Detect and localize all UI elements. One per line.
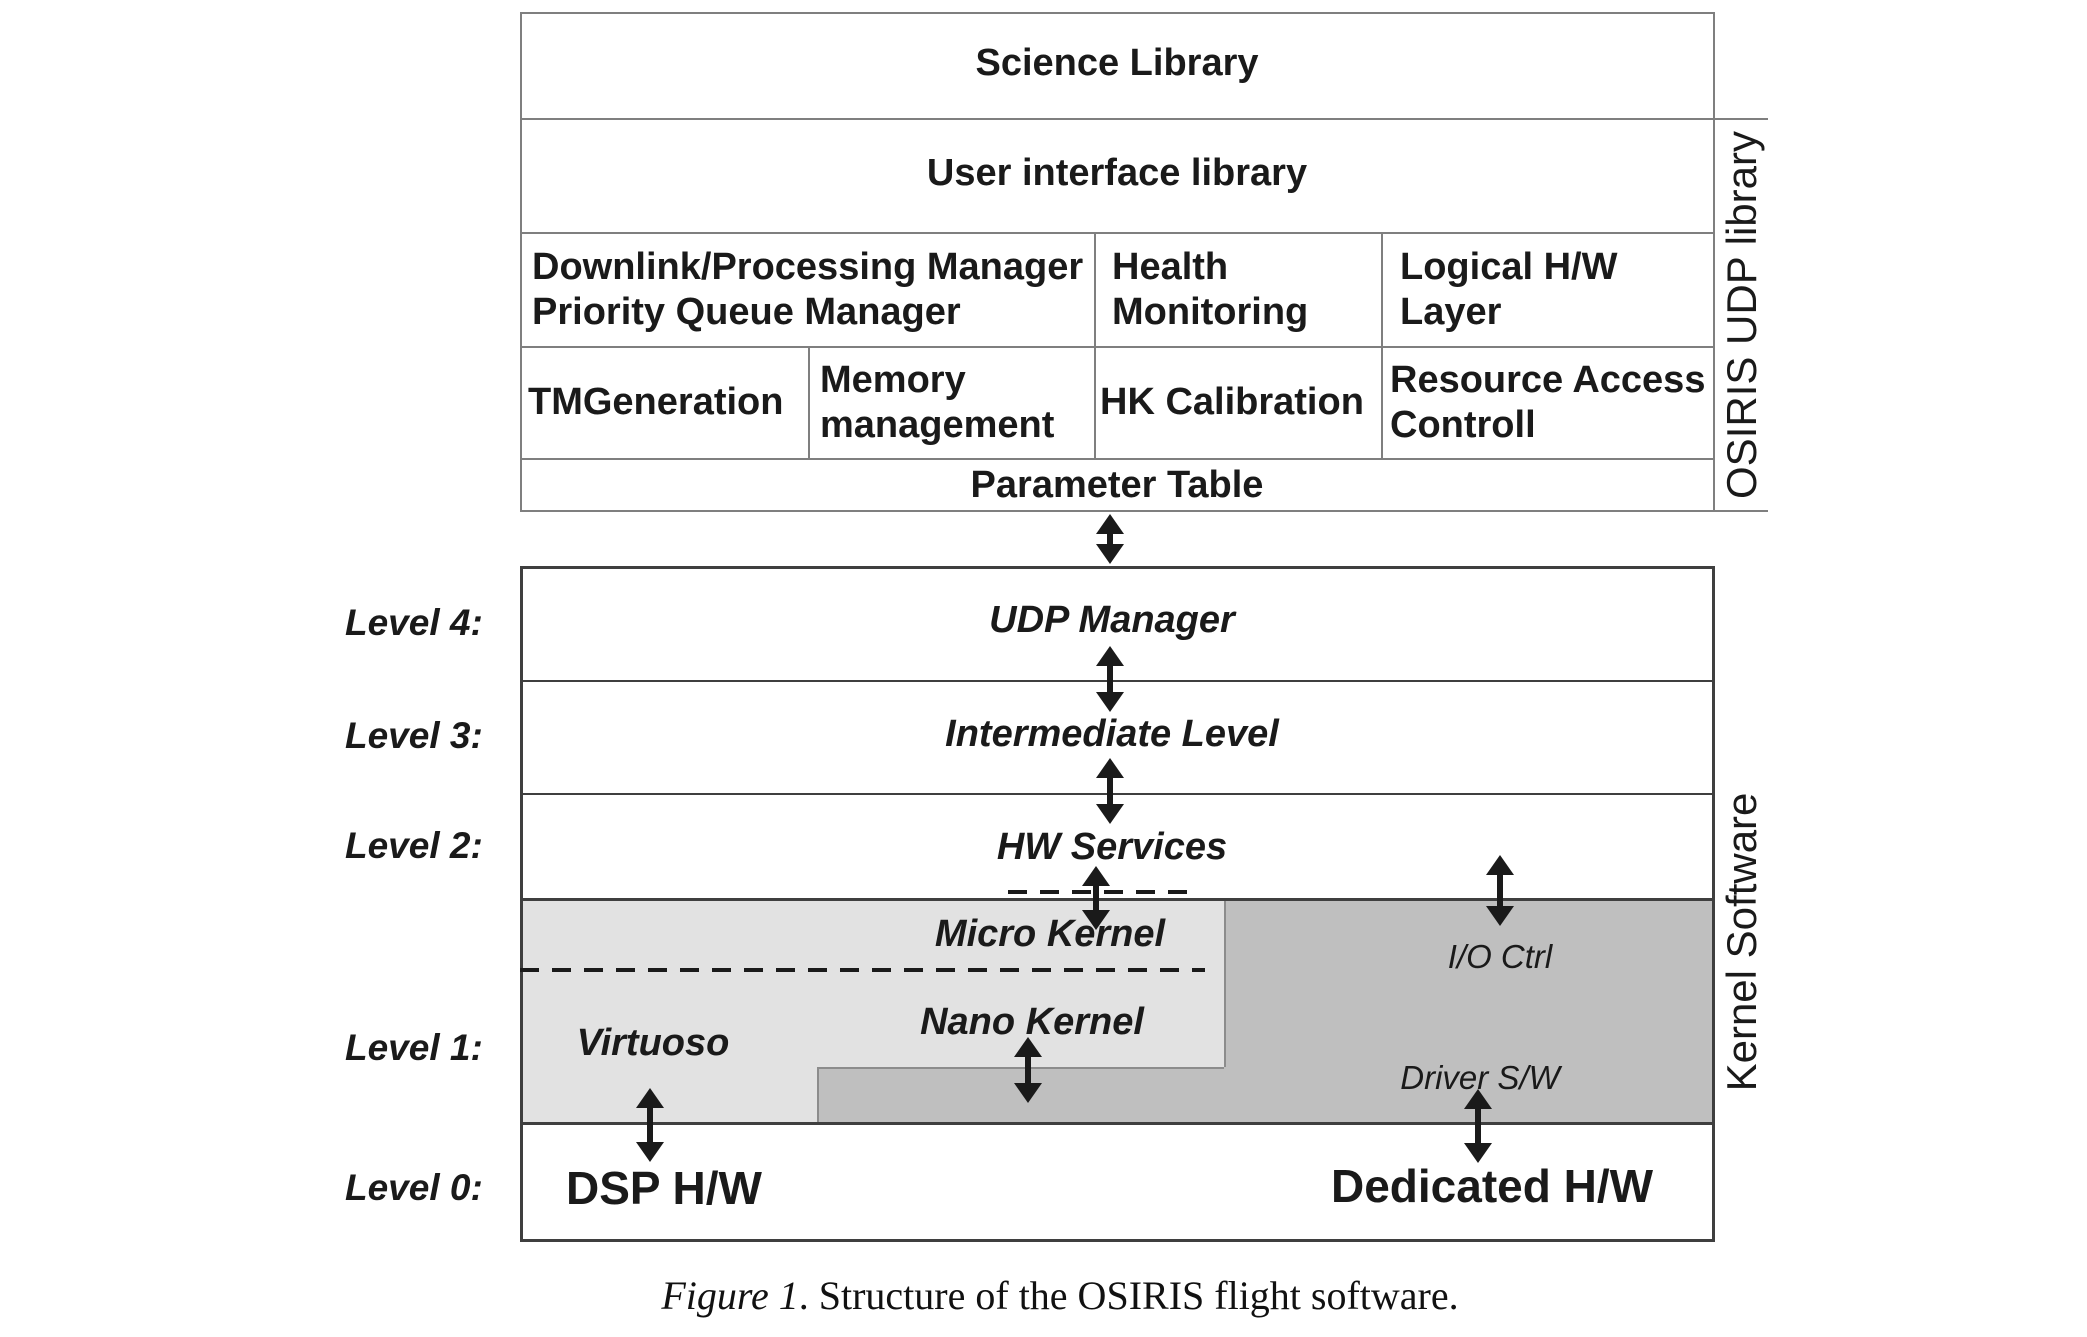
micro-kernel-dashed-boundary xyxy=(1008,890,1200,894)
arrow-shaft xyxy=(647,1106,653,1144)
arrow-shaft xyxy=(1107,532,1113,546)
io-ctrl-label: I/O Ctrl xyxy=(1447,938,1553,975)
intermediate-hwservices-arrow xyxy=(1095,758,1125,824)
region-boundary xyxy=(817,1067,819,1124)
figure-caption: Figure 1. Structure of the OSIRIS flight… xyxy=(661,1272,1458,1319)
logical-hw-layer-line2: Layer xyxy=(1400,291,1502,333)
table-row-divider xyxy=(520,118,1715,120)
hwservices-microkernel-arrow xyxy=(1081,866,1111,930)
virtuoso-label: Virtuoso xyxy=(576,1022,730,1064)
arrow-head-up-icon xyxy=(1082,866,1110,886)
arrow-head-down-icon xyxy=(1486,906,1514,926)
nano-kernel-arrow xyxy=(1013,1037,1043,1103)
downlink-processing-manager-line2: Priority Queue Manager xyxy=(532,291,961,333)
table-col-divider xyxy=(1381,232,1383,458)
io-ctrl-arrow xyxy=(1485,855,1515,926)
figure-caption-text: . Structure of the OSIRIS flight softwar… xyxy=(798,1273,1459,1318)
parameter-table-cell: Parameter Table xyxy=(970,464,1264,506)
resource-access-controll-line1: Resource Access xyxy=(1390,359,1706,401)
memory-management-line2: management xyxy=(820,404,1055,446)
micro-kernel-label: Micro Kernel xyxy=(934,913,1166,955)
arrow-head-up-icon xyxy=(1464,1089,1492,1109)
arrow-head-up-icon xyxy=(1096,514,1124,534)
level-3-label: Level 3: xyxy=(345,715,483,756)
arrow-head-down-icon xyxy=(1082,910,1110,930)
region-boundary xyxy=(817,1067,1224,1069)
micro-nano-dashed-divider xyxy=(520,968,1205,972)
udp-library-side-cell xyxy=(1715,118,1768,512)
level-2-label: Level 2: xyxy=(345,825,483,866)
dsp-hw-label: DSP H/W xyxy=(566,1162,762,1214)
dedicated-hw-label: Dedicated H/W xyxy=(1330,1160,1654,1212)
table-row-divider xyxy=(520,232,1715,234)
intermediate-level-label: Intermediate Level xyxy=(945,713,1279,755)
arrow-head-down-icon xyxy=(1096,544,1124,564)
kernel-row-divider xyxy=(520,680,1715,682)
user-interface-library-cell: User interface library xyxy=(926,152,1308,194)
kernel-software-side-label: Kernel Software xyxy=(1718,792,1765,1092)
virtuoso-dsp-arrow xyxy=(635,1088,665,1162)
arrow-head-down-icon xyxy=(1014,1083,1042,1103)
level1-bottom-border xyxy=(520,1122,1715,1125)
level-4-label: Level 4: xyxy=(345,602,483,643)
table-col-divider xyxy=(808,346,810,458)
health-monitoring-line2: Monitoring xyxy=(1112,291,1309,333)
level-1-label: Level 1: xyxy=(345,1027,483,1068)
arrow-head-down-icon xyxy=(1096,804,1124,824)
arrow-head-up-icon xyxy=(636,1088,664,1108)
arrow-head-down-icon xyxy=(1096,692,1124,712)
parameter-to-kernel-arrow xyxy=(1095,514,1125,564)
udp-manager-label: UDP Manager xyxy=(989,599,1235,641)
arrow-shaft xyxy=(1475,1107,1481,1145)
tmgeneration-cell: TMGeneration xyxy=(528,381,784,423)
udp-library-side-label: OSIRIS UDP library xyxy=(1718,131,1765,499)
arrow-head-down-icon xyxy=(636,1142,664,1162)
arrow-shaft xyxy=(1107,664,1113,694)
arrow-head-up-icon xyxy=(1014,1037,1042,1057)
logical-hw-layer-line1: Logical H/W xyxy=(1400,246,1618,288)
udp-library-table xyxy=(520,12,1715,512)
driver-dedicated-arrow xyxy=(1463,1089,1493,1163)
table-row-divider xyxy=(520,458,1715,460)
level-0-label: Level 0: xyxy=(345,1167,483,1208)
arrow-head-up-icon xyxy=(1096,646,1124,666)
region-boundary xyxy=(1224,900,1226,1067)
table-col-divider xyxy=(1094,232,1096,458)
arrow-shaft xyxy=(1497,873,1503,908)
science-library-cell: Science Library xyxy=(975,42,1259,84)
resource-access-controll-line2: Controll xyxy=(1390,404,1536,446)
arrow-head-down-icon xyxy=(1464,1143,1492,1163)
io-driver-region xyxy=(1224,900,1715,1124)
level1-top-border xyxy=(520,898,1715,901)
arrow-head-up-icon xyxy=(1486,855,1514,875)
arrow-shaft xyxy=(1107,776,1113,806)
kernel-row-divider xyxy=(520,793,1715,795)
health-monitoring-line1: Health xyxy=(1112,246,1229,288)
figure-caption-number: Figure 1 xyxy=(661,1273,799,1318)
kernel-software-block xyxy=(520,566,1715,1242)
udp-intermediate-arrow xyxy=(1095,646,1125,712)
hk-calibration-cell: HK Calibration xyxy=(1100,381,1364,423)
hw-services-label: HW Services xyxy=(996,826,1228,868)
downlink-processing-manager-line1: Downlink/Processing Manager xyxy=(532,246,1084,288)
table-row-divider xyxy=(520,346,1715,348)
arrow-head-up-icon xyxy=(1096,758,1124,778)
arrow-shaft xyxy=(1025,1055,1031,1085)
nano-kernel-label: Nano Kernel xyxy=(920,1001,1144,1043)
arrow-shaft xyxy=(1093,884,1099,912)
memory-management-line1: Memory xyxy=(820,359,966,401)
